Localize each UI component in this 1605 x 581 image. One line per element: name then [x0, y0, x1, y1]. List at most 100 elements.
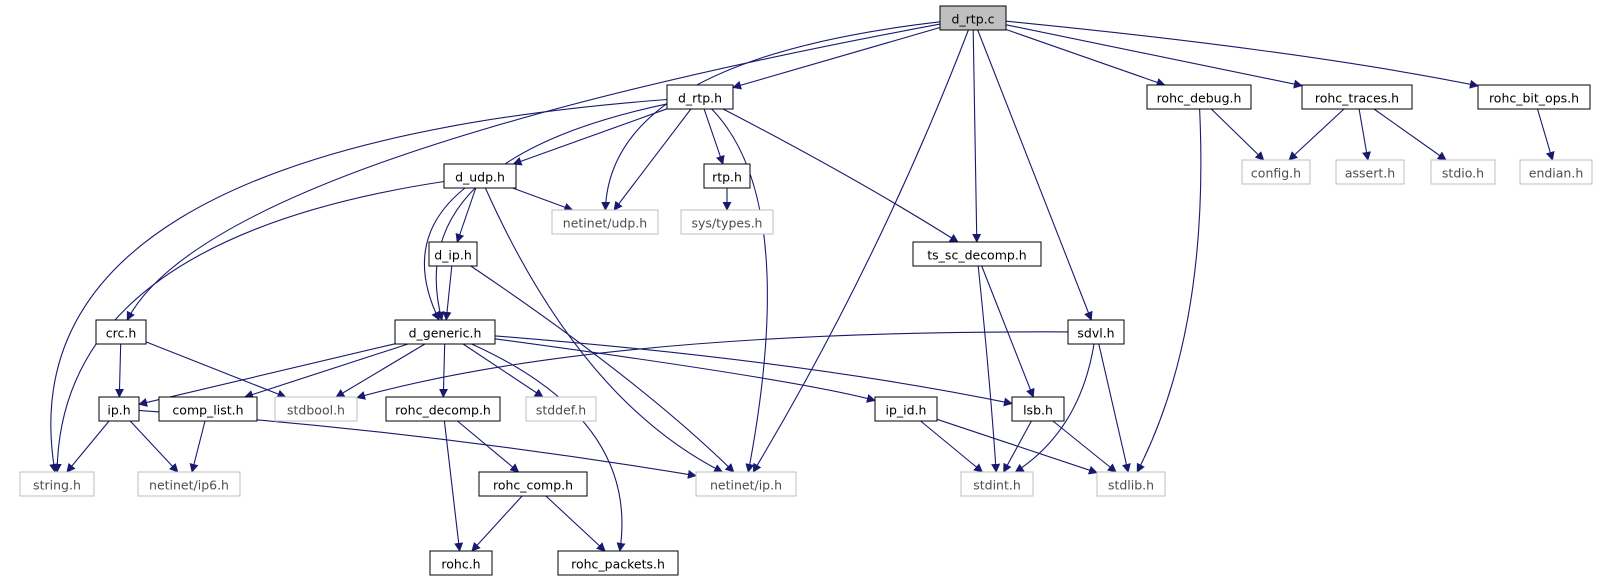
- node-box: [274, 396, 358, 422]
- node-label: d_rtp.c: [951, 12, 994, 27]
- node-label: netinet/ip6.h: [149, 478, 229, 493]
- edge-d-rtp-h-to-string-h: [49, 98, 668, 473]
- node-stdbool-h: stdbool.h: [274, 396, 358, 422]
- node-rohc-h[interactable]: rohc.h: [429, 550, 493, 576]
- edge-rohc-bit-ops-h-to-endian-h: [1536, 108, 1555, 161]
- node-box: [1477, 84, 1591, 110]
- node-label: comp_list.h: [172, 403, 243, 418]
- edge-d-udp-h-to-d-ip-h: [455, 187, 477, 243]
- node-box: [1335, 159, 1405, 185]
- edge-d-ip-h-to-d-generic-h: [442, 265, 453, 321]
- node-box: [939, 5, 1007, 31]
- edge-d-rtp-c-to-rohc-traces-h: [1005, 24, 1303, 89]
- edge-d-rtp-h-to-netinet-udp-h: [613, 108, 692, 211]
- node-label: stdbool.h: [287, 403, 345, 418]
- node-label: rohc_packets.h: [571, 557, 665, 572]
- node-label: rohc_traces.h: [1315, 91, 1399, 106]
- node-stdint-h: stdint.h: [960, 471, 1034, 497]
- node-endian-h: endian.h: [1519, 159, 1593, 185]
- node-box: [680, 209, 774, 235]
- edge-rohc-decomp-h-to-rohc-h: [443, 420, 464, 552]
- node-box: [428, 241, 478, 267]
- edge-rohc-traces-h-to-config-h: [1288, 108, 1345, 161]
- node-rtp-h[interactable]: rtp.h: [703, 163, 751, 189]
- edge-d-rtp-c-to-sdvl-h: [977, 29, 1093, 321]
- node-ip-h[interactable]: ip.h: [98, 396, 140, 422]
- edge-d-rtp-c-to-netinet-ip-h: [752, 29, 969, 473]
- node-label: lsb.h: [1023, 403, 1053, 418]
- node-d-rtp-c[interactable]: d_rtp.c: [939, 5, 1007, 31]
- edge-rohc-comp-h-to-rohc-packets-h: [545, 495, 606, 552]
- node-box: [874, 396, 938, 422]
- node-box: [1011, 396, 1065, 422]
- node-config-h: config.h: [1241, 159, 1311, 185]
- node-rohc-debug-h[interactable]: rohc_debug.h: [1146, 84, 1252, 110]
- node-label: crc.h: [106, 326, 137, 341]
- node-label: stddef.h: [536, 403, 586, 418]
- node-label: ip.h: [107, 403, 130, 418]
- node-rohc-packets-h[interactable]: rohc_packets.h: [557, 550, 679, 576]
- node-label: rohc_bit_ops.h: [1489, 91, 1579, 106]
- node-label: d_rtp.h: [678, 91, 722, 106]
- edge-rohc-decomp-h-to-rohc-comp-h: [457, 420, 520, 473]
- node-rohc-traces-h[interactable]: rohc_traces.h: [1301, 84, 1413, 110]
- node-box: [95, 319, 147, 345]
- edge-ip-id-h-to-stdlib-h: [936, 418, 1098, 475]
- node-d-rtp-h[interactable]: d_rtp.h: [666, 84, 734, 110]
- node-ip-id-h[interactable]: ip_id.h: [874, 396, 938, 422]
- node-label: netinet/udp.h: [563, 216, 647, 231]
- node-d-udp-h[interactable]: d_udp.h: [443, 163, 517, 189]
- node-sdvl-h[interactable]: sdvl.h: [1067, 319, 1125, 345]
- node-box: [158, 396, 258, 422]
- node-sys-types-h: sys/types.h: [680, 209, 774, 235]
- edge-d-rtp-h-to-netinet-ip-h: [711, 108, 768, 473]
- edge-crc-h-to-stdbool-h: [145, 341, 287, 399]
- node-label: rohc.h: [441, 557, 480, 572]
- node-box: [1096, 471, 1166, 497]
- edge-rohc-comp-h-to-rohc-h: [471, 495, 523, 552]
- node-box: [478, 471, 588, 497]
- edge-d-rtp-h-to-ts-sc-decomp-h: [722, 108, 959, 243]
- node-box: [1519, 159, 1593, 185]
- node-ts-sc-decomp-h[interactable]: ts_sc_decomp.h: [912, 241, 1042, 267]
- node-netinet-ip-h: netinet/ip.h: [695, 471, 797, 497]
- node-rohc-decomp-h[interactable]: rohc_decomp.h: [385, 396, 501, 422]
- node-box: [695, 471, 797, 497]
- edge-d-udp-h-to-netinet-ip-h: [484, 187, 724, 473]
- node-stdlib-h: stdlib.h: [1096, 471, 1166, 497]
- node-box: [443, 163, 517, 189]
- node-box: [703, 163, 751, 189]
- edge-d-udp-h-to-d-generic-h: [423, 187, 466, 321]
- node-box: [1146, 84, 1252, 110]
- node-label: rohc_decomp.h: [395, 403, 491, 418]
- edge-crc-h-to-ip-h: [115, 343, 125, 398]
- node-string-h: string.h: [19, 471, 95, 497]
- node-label: assert.h: [1345, 166, 1395, 181]
- node-box: [525, 396, 597, 422]
- node-label: ip_id.h: [886, 403, 927, 418]
- node-d-ip-h[interactable]: d_ip.h: [428, 241, 478, 267]
- node-rohc-bit-ops-h[interactable]: rohc_bit_ops.h: [1477, 84, 1591, 110]
- node-crc-h[interactable]: crc.h: [95, 319, 147, 345]
- edge-d-rtp-c-to-ts-sc-decomp-h: [972, 29, 982, 243]
- node-comp-list-h[interactable]: comp_list.h: [158, 396, 258, 422]
- node-label: ts_sc_decomp.h: [927, 248, 1026, 263]
- edge-rohc-debug-h-to-config-h: [1210, 108, 1265, 161]
- edge-d-udp-h-to-string-h: [52, 180, 445, 473]
- node-label: stdint.h: [973, 478, 1021, 493]
- edge-rohc-debug-h-to-stdlib-h: [1136, 108, 1202, 473]
- node-stddef-h: stddef.h: [525, 396, 597, 422]
- edge-sdvl-h-to-stdint-h: [1014, 343, 1095, 473]
- edge-d-generic-h-to-rohc-packets-h: [471, 343, 626, 552]
- edge-d-generic-h-to-stdbool-h: [335, 343, 426, 398]
- node-d-generic-h[interactable]: d_generic.h: [394, 319, 496, 345]
- edge-d-generic-h-to-comp-list-h: [244, 343, 409, 399]
- node-box: [19, 471, 95, 497]
- node-label: netinet/ip.h: [710, 478, 782, 493]
- node-lsb-h[interactable]: lsb.h: [1011, 396, 1065, 422]
- node-box: [394, 319, 496, 345]
- node-box: [1241, 159, 1311, 185]
- node-rohc-comp-h[interactable]: rohc_comp.h: [478, 471, 588, 497]
